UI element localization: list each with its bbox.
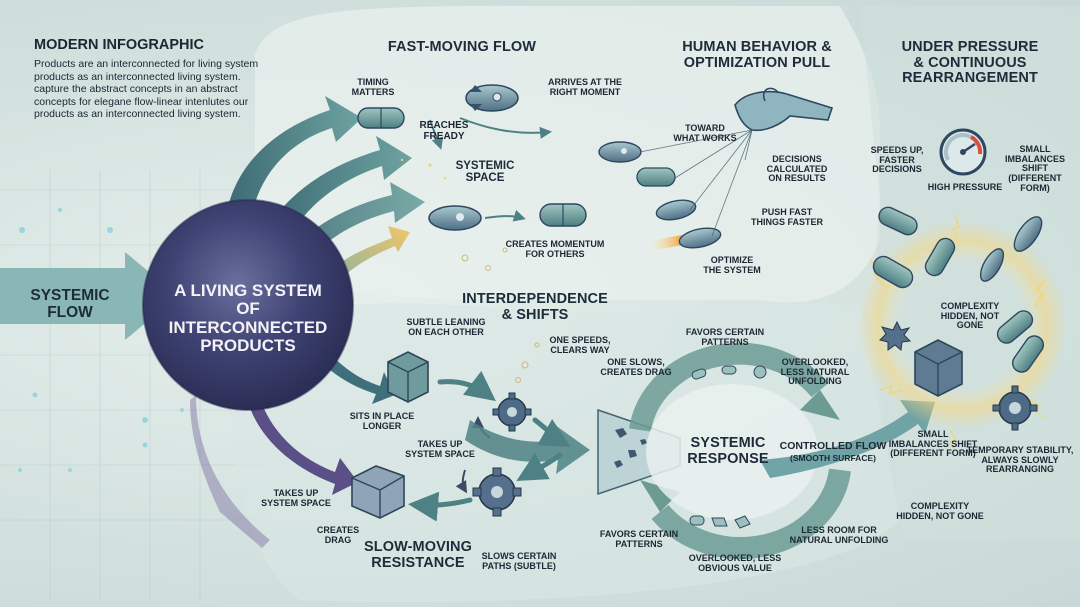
label-less-room: LESS ROOM FOR NATURAL UNFOLDING <box>789 525 889 545</box>
systemic-flow-label: SYSTEMIC FLOW <box>30 287 110 321</box>
label-timing-matters: TIMING MATTERS <box>351 77 395 97</box>
label-small-imbalances-top: SMALL IMBALANCES SHIFT (DIFFERENT FORM) <box>1005 144 1065 193</box>
label-controlled-flow: CONTROLLED FLOW <box>779 440 887 452</box>
label-takes-up-left: TAKES UP SYSTEM SPACE <box>261 488 331 508</box>
label-creates-drag: CREATES DRAG <box>316 525 360 545</box>
label-decisions: DECISIONS CALCULATED ON RESULTS <box>766 154 828 184</box>
label-push-fast: PUSH FAST THINGS FASTER <box>750 207 823 227</box>
section-title-interdependence: INTERDEPENDENCE & SHIFTS <box>462 291 608 323</box>
label-high-pressure: HIGH PRESSURE <box>927 182 1003 192</box>
gear-art-low <box>472 467 522 517</box>
pressure-rockets <box>979 216 1043 282</box>
systemic-response-ring <box>629 342 851 559</box>
label-favors-bottom: FAVORS CERTAIN PATTERNS <box>599 529 679 549</box>
fast-rockets <box>394 84 722 251</box>
fast-pills <box>357 107 676 227</box>
cube-art-low <box>351 465 405 519</box>
label-small-imbalances-bottom: SMALL IMBALANCES SHIFT (DIFFERENT FORM) <box>888 429 978 459</box>
section-title-human: HUMAN BEHAVIOR & OPTIMIZATION PULL <box>682 39 832 71</box>
hand-icon-art <box>734 87 834 132</box>
section-title-pressure: UNDER PRESSURE & CONTINUOUS REARRANGEMEN… <box>901 39 1039 87</box>
label-slows-certain: SLOWS CERTAIN PATHS (SUBTLE) <box>481 551 557 571</box>
label-complexity-hidden-bottom: COMPLEXITY HIDDEN, NOT GONE <box>896 501 984 521</box>
label-overlooked-top: OVERLOOKED, LESS NATURAL UNFOLDING <box>780 357 850 387</box>
label-subtle-leaning: SUBTLE LEANING ON EACH OTHER <box>406 317 486 337</box>
grid-lines <box>0 170 270 600</box>
label-optimize: OPTIMIZE THE SYSTEM <box>703 255 761 275</box>
cube-art-mid <box>387 351 429 403</box>
pressure-pills <box>872 206 1045 373</box>
label-arrives: ARRIVES AT THE RIGHT MOMENT <box>547 77 622 97</box>
label-smooth-surface: (SMOOTH SURFACE) <box>790 453 876 463</box>
cube-art-right <box>914 339 963 397</box>
label-overlooked-bottom: OVERLOOKED, LESS OBVIOUS VALUE <box>688 553 782 573</box>
intro-body: Products are an interconnected for livin… <box>34 58 259 121</box>
gauge-art <box>939 128 987 176</box>
section-title-fast-flow: FAST-MOVING FLOW <box>387 39 537 55</box>
section-title-systemic-response: SYSTEMIC RESPONSE <box>687 435 769 467</box>
section-title-slow: SLOW-MOVING RESISTANCE <box>364 539 472 571</box>
gear-art-mid <box>492 392 532 432</box>
intro-title: MODERN INFOGRAPHIC <box>34 37 204 53</box>
label-favors-top: FAVORS CERTAIN PATTERNS <box>685 327 765 347</box>
gear-art-right <box>992 385 1038 431</box>
label-complexity-hidden-top: COMPLEXITY HIDDEN, NOT GONE <box>940 301 1000 331</box>
label-one-slows: ONE SLOWS, CREATES DRAG <box>600 357 672 377</box>
label-reaches: REACHES FREADY <box>419 120 469 142</box>
label-temporary-stability: TEMPORARY STABILITY, ALWAYS SLOWLY REARR… <box>966 445 1074 475</box>
label-takes-up-mid: TAKES UP SYSTEM SPACE <box>405 439 475 459</box>
center-node <box>143 200 353 410</box>
systemic-space-label: SYSTEMIC SPACE <box>455 160 515 185</box>
label-creates-momentum: CREATES MOMENTUM FOR OTHERS <box>505 239 605 259</box>
label-speeds-up: SPEEDS UP, FASTER DECISIONS <box>870 145 924 175</box>
center-node-label: A LIVING SYSTEM OF INTERCONNECTED PRODUC… <box>168 281 328 356</box>
label-sits-in-place: SITS IN PLACE LONGER <box>349 411 415 431</box>
label-toward: TOWARD WHAT WORKS <box>673 123 737 143</box>
label-one-speeds: ONE SPEEDS, CLEARS WAY <box>549 335 611 355</box>
